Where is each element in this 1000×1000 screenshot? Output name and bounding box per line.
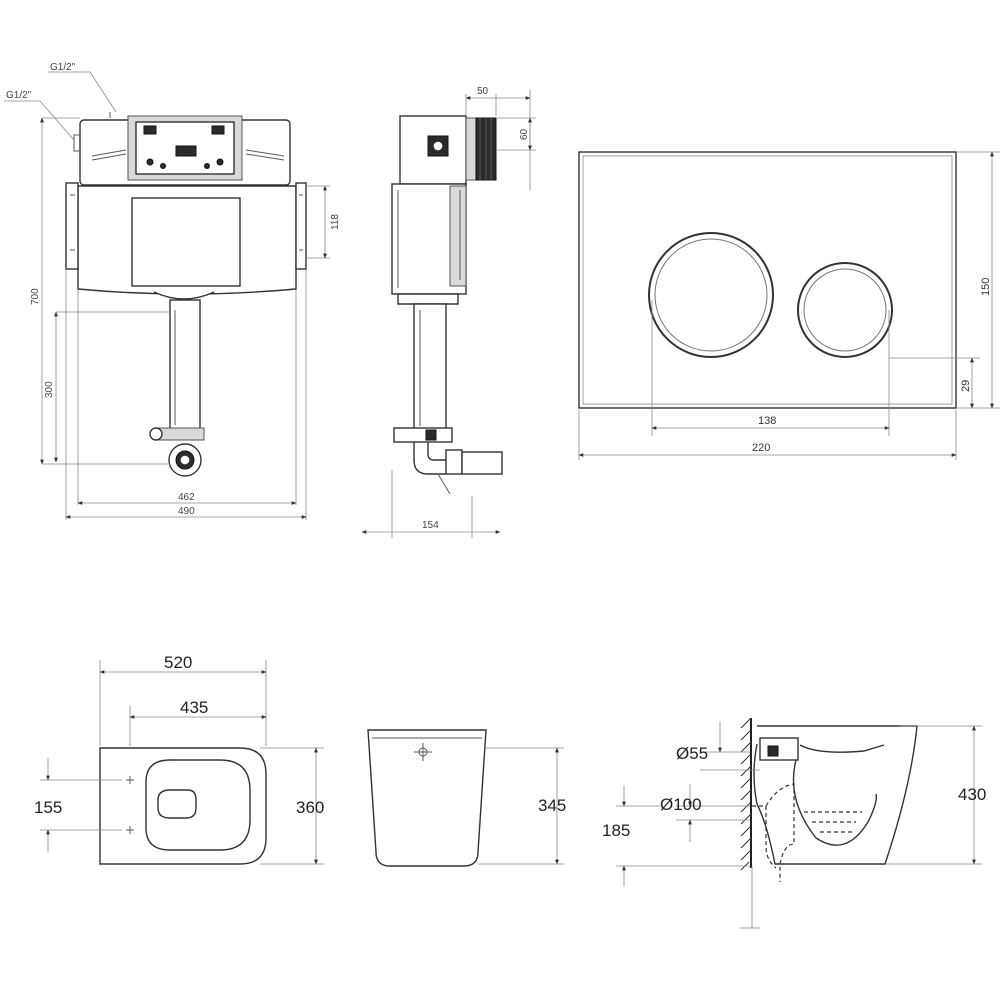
dim-outer-width: 490 (178, 506, 195, 517)
dim-bowl-length: 435 (180, 698, 208, 717)
dim-tank-height: 118 (330, 214, 341, 230)
dim-top-width: 50 (477, 86, 489, 97)
dim-button-spacing: 138 (758, 415, 776, 427)
dim-water-inlet: Ø55 (676, 744, 708, 763)
dim-toilet-height: 430 (958, 785, 986, 804)
inlet-label-side: G1/2" (6, 90, 32, 101)
dim-outlet-height: 300 (44, 381, 55, 398)
dim-toilet-back-height: 345 (538, 796, 566, 815)
dim-cistern-depth: 154 (422, 520, 439, 531)
toilet-top-view (40, 660, 324, 865)
dim-toilet-width: 360 (296, 798, 324, 817)
flush-plate-view (578, 151, 1000, 460)
dim-drain-height: 185 (602, 821, 630, 840)
flush-button-large (648, 232, 774, 358)
toilet-back-view (367, 729, 564, 867)
flush-button-small (797, 262, 893, 358)
cistern-side-view (361, 90, 536, 538)
cistern-front-view (4, 71, 330, 520)
dim-cistern-height: 700 (30, 288, 41, 305)
dim-mount-spacing: 155 (34, 798, 62, 817)
dim-top-height: 60 (519, 128, 530, 140)
dim-plate-height: 150 (980, 278, 992, 296)
dim-plate-width: 220 (752, 442, 770, 454)
dim-plate-bottom: 29 (960, 380, 972, 392)
toilet-side-view (616, 717, 982, 929)
dim-inner-width: 462 (178, 492, 195, 503)
inlet-label-top: G1/2" (50, 62, 76, 73)
dim-toilet-length: 520 (164, 653, 192, 672)
dim-drain-diameter: Ø100 (660, 795, 702, 814)
